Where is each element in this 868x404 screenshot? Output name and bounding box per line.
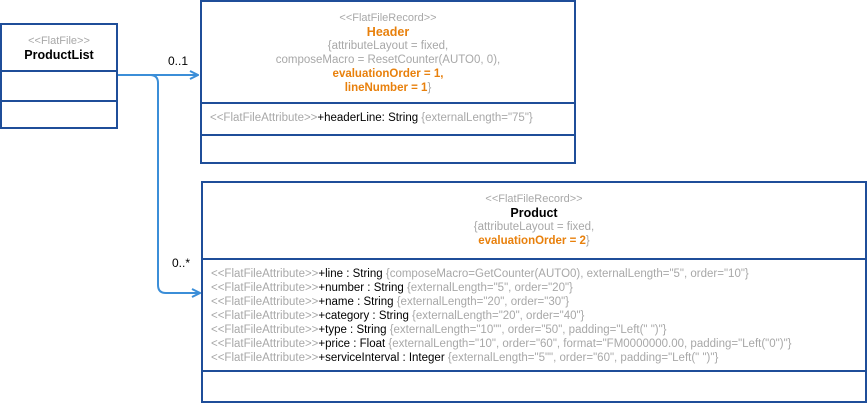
product-prop-eval-text: evaluationOrder = 2	[478, 235, 586, 247]
product-attribute-row[interactable]: <<FlatFileAttribute>>+name : String {ext…	[211, 295, 865, 309]
attribute-signature: +category : String	[318, 310, 409, 322]
header-class[interactable]: <<FlatFileRecord>> Header {attributeLayo…	[200, 0, 576, 164]
header-prop-eval: evaluationOrder = 1,	[332, 68, 444, 80]
attribute-stereotype: <<FlatFileAttribute>>	[211, 352, 319, 364]
attribute-stereotype: <<FlatFileAttribute>>	[211, 310, 319, 322]
association-to-product	[118, 74, 200, 293]
attribute-signature: +line : String	[318, 268, 383, 280]
product-operations	[203, 370, 865, 401]
attribute-props: {externalLength="75"}	[418, 112, 533, 124]
product-attributes: <<FlatFileAttribute>>+line : String {com…	[203, 258, 865, 370]
product-multiplicity: 0..*	[172, 256, 191, 270]
attribute-props: {externalLength="20", order="40"}	[408, 310, 585, 322]
productlist-attributes	[2, 70, 116, 100]
productlist-header: <<FlatFile>> ProductList	[2, 25, 116, 70]
attribute-signature: +type : String	[318, 324, 387, 336]
header-multiplicity: 0..1	[168, 54, 189, 68]
attribute-props: {externalLength="5"", order="60", paddin…	[444, 352, 719, 364]
attribute-stereotype: <<FlatFileAttribute>>	[211, 338, 319, 350]
attribute-stereotype: <<FlatFileAttribute>>	[211, 296, 319, 308]
header-prop-linenumber: lineNumber = 1}	[202, 81, 574, 95]
header-prop-close: }	[427, 82, 432, 94]
header-attribute-row[interactable]: <<FlatFileAttribute>>+headerLine: String…	[210, 111, 574, 125]
product-attribute-row[interactable]: <<FlatFileAttribute>>+price : Float {ext…	[211, 337, 865, 351]
product-prop-close: }	[585, 235, 590, 247]
header-prop-layout: {attributeLayout = fixed,	[327, 40, 449, 52]
attribute-props: {externalLength="10"", order="50", paddi…	[386, 324, 667, 336]
productlist-name: ProductList	[24, 48, 94, 62]
attribute-signature: +number : String	[318, 282, 404, 294]
product-name: Product	[510, 206, 558, 220]
header-operations	[202, 134, 574, 162]
attribute-props: {externalLength="20", order="30"}	[393, 296, 570, 308]
attribute-stereotype: <<FlatFileAttribute>>	[211, 324, 319, 336]
product-stereotype: <<FlatFileRecord>>	[485, 193, 583, 205]
product-class[interactable]: <<FlatFileRecord>> Product {attributeLay…	[201, 181, 867, 403]
header-header: <<FlatFileRecord>> Header {attributeLayo…	[202, 2, 574, 102]
attribute-stereotype: <<FlatFileAttribute>>	[211, 268, 319, 280]
productlist-class[interactable]: <<FlatFile>> ProductList	[0, 23, 118, 129]
header-name: Header	[366, 25, 410, 39]
attribute-stereotype: <<FlatFileAttribute>>	[210, 112, 318, 124]
attribute-props: {externalLength="5", order="20"}	[403, 282, 573, 294]
product-attribute-row[interactable]: <<FlatFileAttribute>>+type : String {ext…	[211, 323, 865, 337]
product-attribute-row[interactable]: <<FlatFileAttribute>>+line : String {com…	[211, 267, 865, 281]
attribute-signature: +name : String	[318, 296, 394, 308]
product-prop-layout: {attributeLayout = fixed,	[473, 221, 595, 233]
attribute-signature: +serviceInterval : Integer	[318, 352, 445, 364]
header-stereotype: <<FlatFileRecord>>	[339, 12, 437, 24]
header-attributes: <<FlatFileAttribute>>+headerLine: String…	[202, 102, 574, 134]
attribute-props: {externalLength="10", order="60", format…	[385, 338, 792, 350]
attribute-props: {composeMacro=GetCounter(AUTO0), externa…	[382, 268, 749, 280]
attribute-stereotype: <<FlatFileAttribute>>	[211, 282, 319, 294]
product-attribute-row[interactable]: <<FlatFileAttribute>>+number : String {e…	[211, 281, 865, 295]
productlist-operations	[2, 100, 116, 127]
header-prop-linenumber-text: lineNumber = 1	[344, 82, 428, 94]
product-prop-eval: evaluationOrder = 2}	[203, 234, 865, 248]
header-prop-macro: composeMacro = ResetCounter(AUTO0, 0),	[275, 54, 501, 66]
product-attribute-row[interactable]: <<FlatFileAttribute>>+serviceInterval : …	[211, 351, 865, 365]
product-attribute-list: <<FlatFileAttribute>>+line : String {com…	[211, 267, 865, 365]
attribute-signature: +headerLine: String	[317, 112, 419, 124]
attribute-signature: +price : Float	[318, 338, 386, 350]
productlist-stereotype: <<FlatFile>>	[28, 35, 90, 47]
product-attribute-row[interactable]: <<FlatFileAttribute>>+category : String …	[211, 309, 865, 323]
product-header: <<FlatFileRecord>> Product {attributeLay…	[203, 183, 865, 258]
